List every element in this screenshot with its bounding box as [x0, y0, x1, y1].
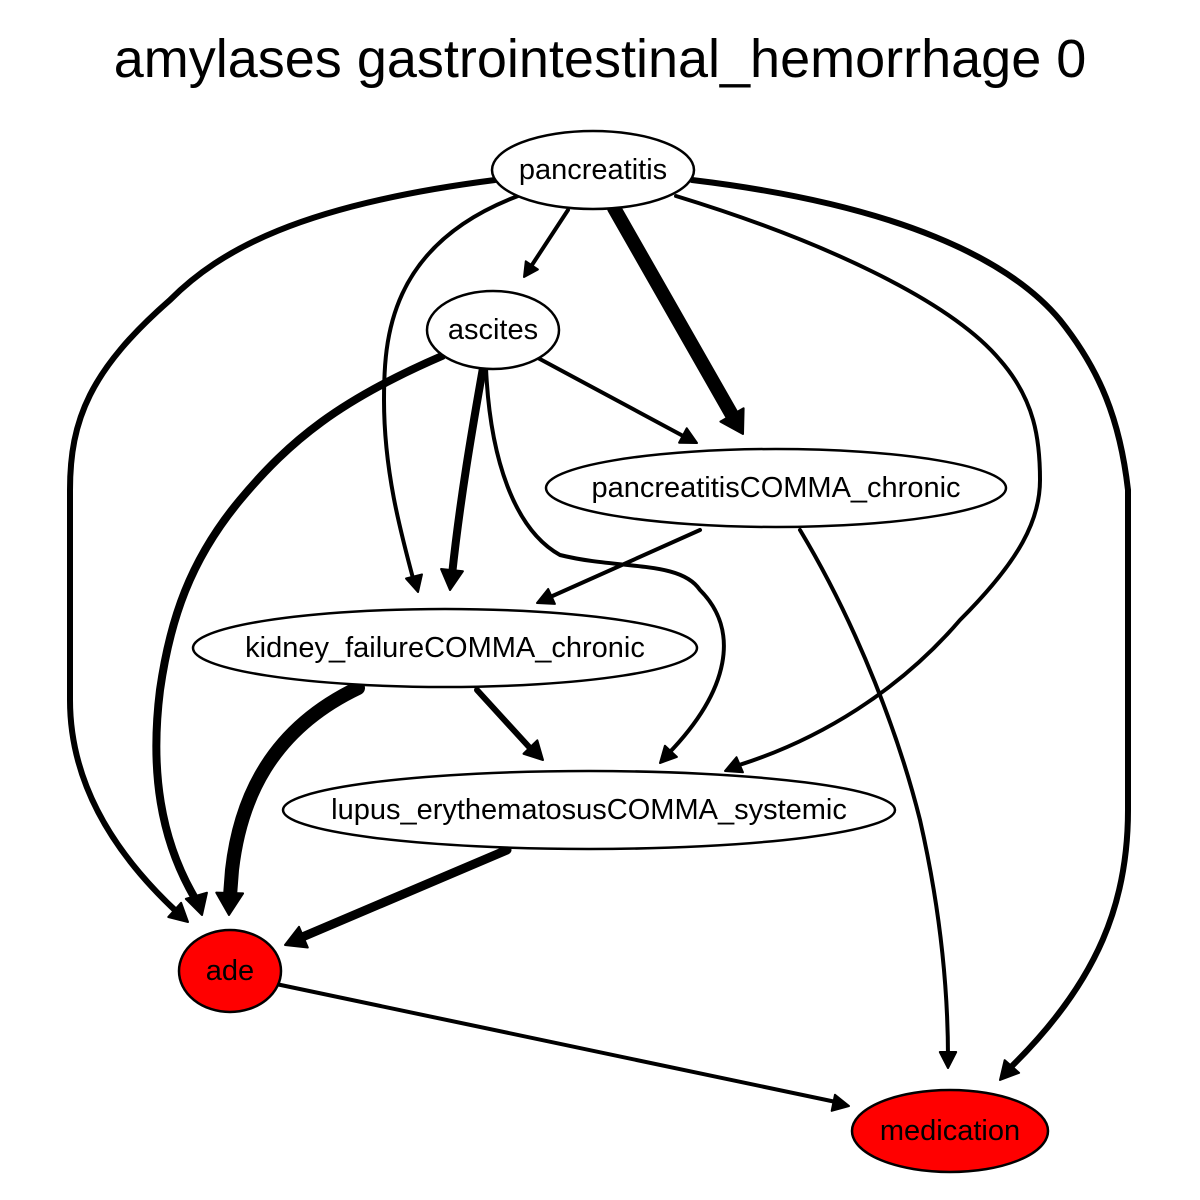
edge-pancreatitis-to-kidney_failure_chronic [382, 194, 520, 584]
arrowhead-pancreatitis-to-medication [999, 1059, 1021, 1081]
node-shape-pancreatitis [490, 129, 696, 211]
arrowhead-pancreatitis-to-ascites [523, 260, 539, 278]
arrowhead-pancreatitis-to-kidney_failure_chronic [405, 573, 423, 593]
edge-pancreatitis_chronic-to-medication [798, 528, 950, 1060]
edge-ade-to-medication [274, 982, 838, 1104]
arrowhead-kidney_failure_chronic-to-lupus_sle [522, 739, 544, 761]
node-label-medication: medication [880, 1115, 1020, 1147]
node-label-pancreatitis_chronic: pancreatitisCOMMA_chronic [591, 472, 960, 504]
arrowhead-ascites-to-lupus_sle [659, 744, 678, 764]
node-label-ascites: ascites [448, 314, 538, 346]
node-shape-pancreatitis_chronic [544, 447, 1008, 529]
arrowhead-ascites-to-pancreatitis_chronic [678, 427, 698, 444]
arrowheads-layer [167, 260, 1021, 1112]
edge-pancreatitis-to-ascites [528, 208, 570, 270]
edge-pancreatitis-to-medication [689, 177, 1131, 1071]
edge-pancreatitis-to-ade [67, 177, 498, 916]
node-label-lupus_sle: lupus_erythematosusCOMMA_systemic [331, 794, 847, 826]
node-ade: ade [177, 928, 283, 1014]
edge-ascites-to-ade [152, 352, 446, 904]
edge-pancreatitis_chronic-to-kidney_failure_chronic [546, 528, 702, 600]
node-pancreatitis_chronic: pancreatitisCOMMA_chronic [544, 447, 1008, 529]
nodes-layer: pancreatitis ascites pancreatitisCOMMA_chr… [177, 129, 1050, 1174]
edge-ascites-to-lupus_sle [484, 366, 726, 756]
node-ascites: ascites [425, 289, 561, 371]
edge-ascites-to-kidney_failure_chronic [448, 364, 487, 579]
arrowhead-pancreatitis_chronic-to-medication [938, 1051, 958, 1069]
edge-lupus_sle-to-ade [295, 845, 512, 943]
edge-pancreatitis-to-lupus_sle [674, 194, 1042, 768]
node-shape-medication [850, 1088, 1050, 1174]
arrowhead-ascites-to-ade [184, 891, 208, 916]
arrowhead-pancreatitis-to-ade [167, 901, 189, 923]
edge-kidney_failure_chronic-to-lupus_sle [474, 687, 533, 751]
diagram-title: amylases gastrointestinal_hemorrhage 0 [113, 29, 1087, 89]
node-label-ade: ade [206, 955, 254, 987]
node-pancreatitis: pancreatitis [490, 129, 696, 211]
arrowhead-ascites-to-kidney_failure_chronic [440, 568, 464, 591]
node-medication: medication [850, 1088, 1050, 1174]
arrowhead-ade-to-medication [830, 1093, 850, 1112]
node-lupus_sle: lupus_erythematosusCOMMA_systemic [281, 769, 897, 851]
node-shape-ade [177, 928, 283, 1014]
node-label-kidney_failure_chronic: kidney_failureCOMMA_chronic [245, 632, 645, 664]
edge-kidney_failure_chronic-to-ade [223, 681, 365, 903]
edge-ascites-to-pancreatitis_chronic [536, 356, 687, 439]
arrowhead-lupus_sle-to-ade [284, 925, 309, 949]
edge-pancreatitis-to-pancreatitis_chronic [607, 201, 739, 422]
node-shape-kidney_failure_chronic [191, 607, 699, 689]
arrowhead-pancreatitis-to-lupus_sle [724, 756, 744, 774]
node-kidney_failure_chronic: kidney_failureCOMMA_chronic [191, 607, 699, 689]
arrowhead-pancreatitis_chronic-to-kidney_failure_chronic [536, 587, 556, 605]
edges-layer [67, 177, 1131, 1104]
arrowhead-kidney_failure_chronic-to-ade [215, 891, 245, 916]
node-label-pancreatitis: pancreatitis [519, 154, 667, 186]
node-shape-ascites [425, 289, 561, 371]
arrowhead-pancreatitis-to-pancreatitis_chronic [719, 407, 745, 435]
node-shape-lupus_sle [281, 769, 897, 851]
